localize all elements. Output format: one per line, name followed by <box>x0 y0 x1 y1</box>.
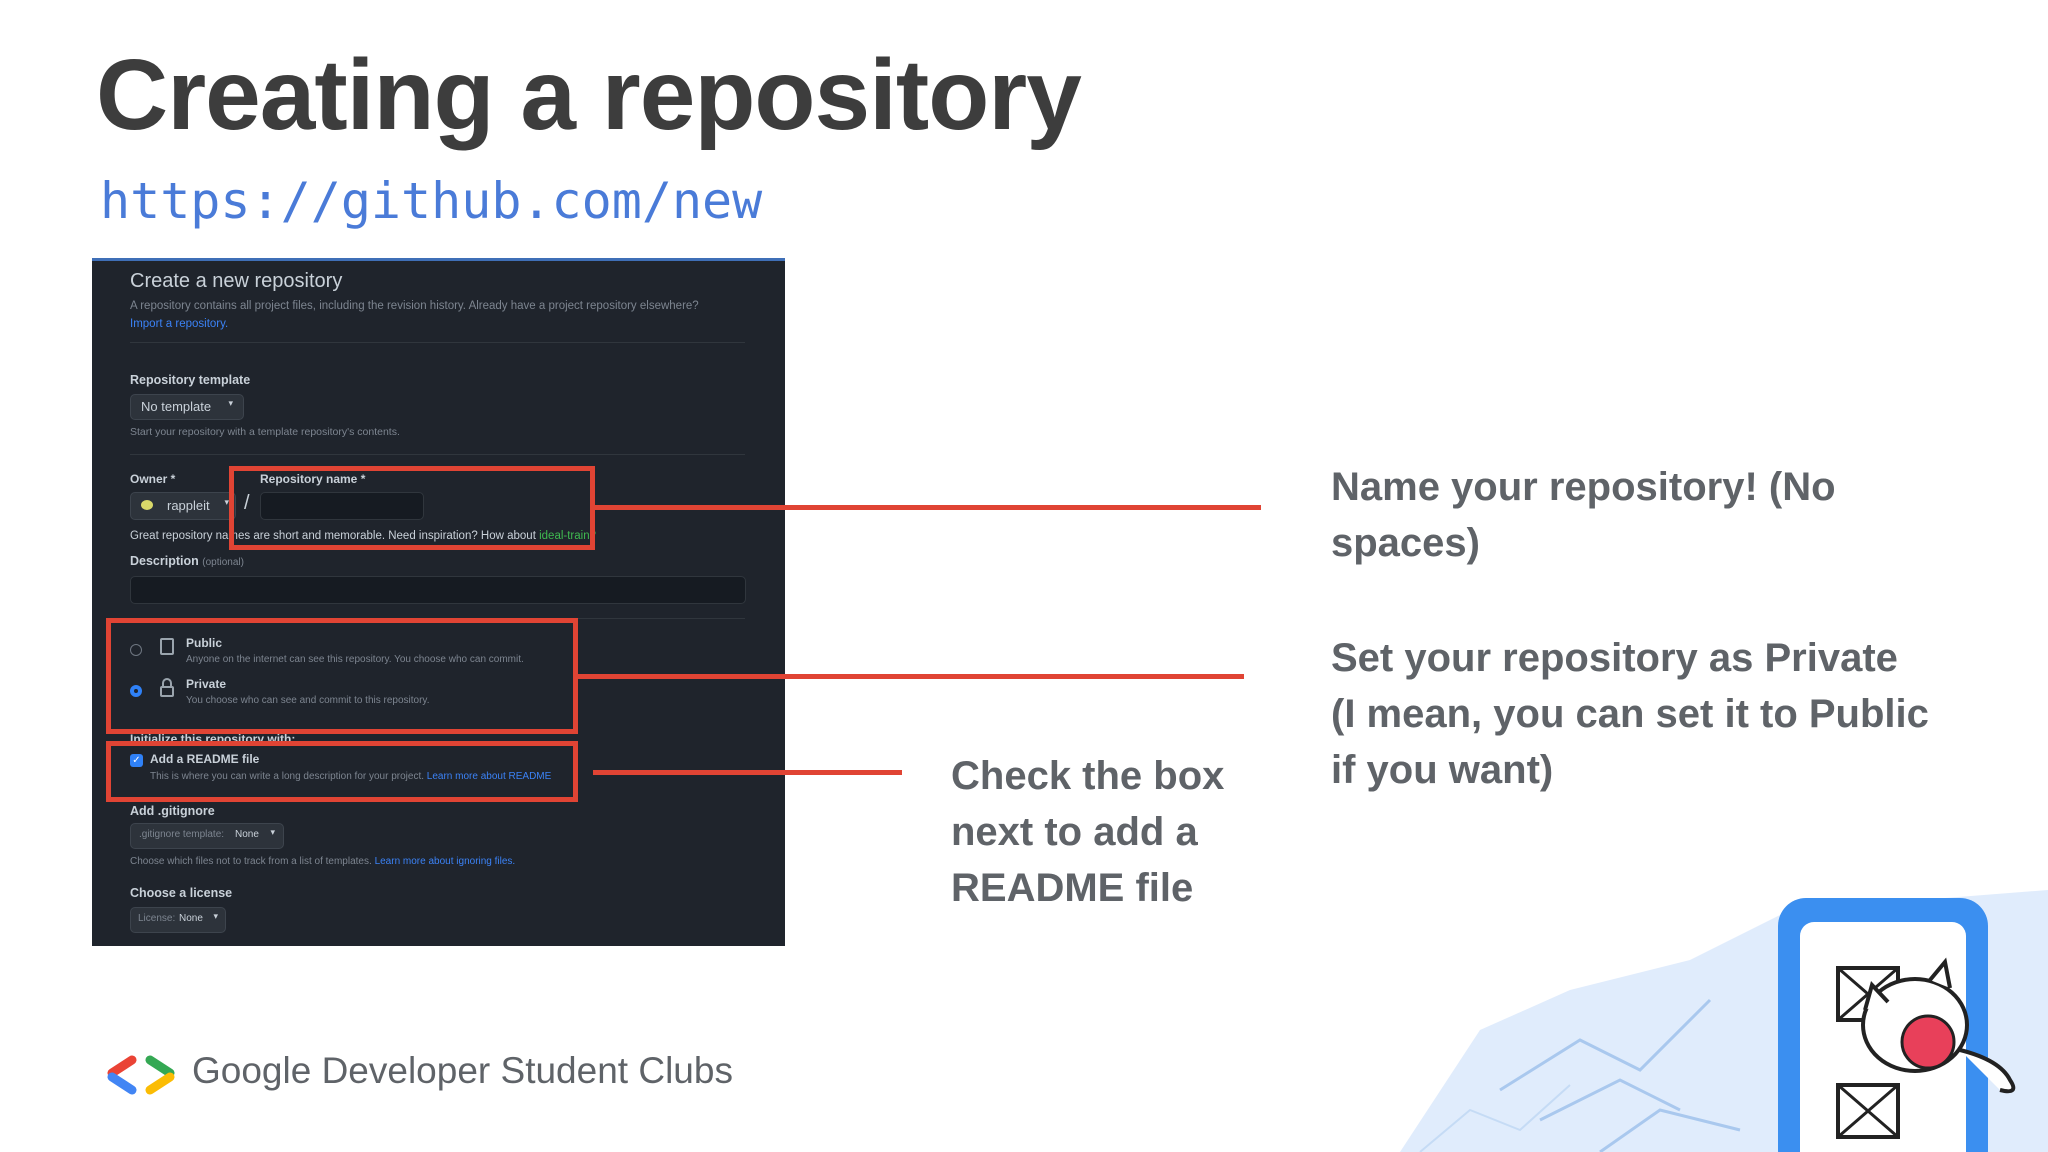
gitignore-dropdown[interactable]: .gitignore template: None ▾ <box>130 823 284 849</box>
template-dropdown[interactable]: No template ▾ <box>130 394 244 420</box>
suggested-name[interactable]: ideal-train? <box>539 530 597 542</box>
caret-down-icon: ▾ <box>270 827 275 837</box>
avatar-icon <box>141 500 153 510</box>
gitignore-learn-link[interactable]: Learn more about ignoring files. <box>374 856 516 867</box>
readme-learn-link[interactable]: Learn more about README <box>426 771 552 782</box>
license-label: Choose a license <box>130 886 233 900</box>
screenshot-top-border <box>92 258 785 261</box>
public-desc: Anyone on the internet can see this repo… <box>186 654 524 665</box>
template-value: No template <box>141 399 212 414</box>
connector-line-name <box>595 505 1261 510</box>
readme-desc: This is where you can write a long descr… <box>150 771 552 782</box>
license-value: None <box>179 913 203 924</box>
owner-label: Owner * <box>130 472 176 486</box>
description-label: Description (optional) <box>130 554 244 568</box>
private-label: Private <box>186 677 227 691</box>
caret-down-icon: ▾ <box>224 497 229 507</box>
highlight-visibility <box>106 618 578 734</box>
template-hint: Start your repository with a template re… <box>130 426 400 438</box>
divider <box>130 454 745 455</box>
gitignore-prefix: .gitignore template: <box>139 829 225 840</box>
import-repo-link[interactable]: Import a repository. <box>130 318 229 330</box>
callout-visibility: Set your repository as Private (I mean, … <box>1331 636 1929 792</box>
owner-slash: / <box>244 492 250 514</box>
repo-icon <box>160 638 174 655</box>
readme-checkbox[interactable]: ✓ <box>130 754 143 767</box>
intro-text: A repository contains all project files,… <box>130 300 699 312</box>
repo-name-input[interactable] <box>260 492 424 520</box>
gitignore-value: None <box>235 829 259 840</box>
highlight-repo-name <box>229 466 595 550</box>
create-repo-heading: Create a new repository <box>130 270 343 292</box>
connector-line-visibility <box>578 674 1244 679</box>
license-dropdown[interactable]: License: None ▾ <box>130 907 226 933</box>
connector-line-readme <box>593 770 902 775</box>
highlight-readme <box>106 741 578 802</box>
slide-url[interactable]: https://github.com/new <box>100 172 763 230</box>
owner-dropdown[interactable]: rappleit ▾ <box>130 492 236 520</box>
divider <box>130 342 745 343</box>
repo-name-label: Repository name * <box>260 472 366 486</box>
gdsc-brand-text: Google Developer Student Clubs <box>192 1050 733 1091</box>
gitignore-label: Add .gitignore <box>130 804 215 818</box>
public-radio[interactable] <box>130 644 142 656</box>
gitignore-hint: Choose which files not to track from a l… <box>130 856 516 867</box>
callout-name: Name your repository! (No spaces) <box>1331 465 1836 565</box>
license-prefix: License: <box>138 913 176 924</box>
gdsc-logo-icon <box>107 1055 175 1095</box>
owner-value: rappleit <box>167 498 210 513</box>
private-desc: You choose who can see and commit to thi… <box>186 695 430 706</box>
lock-icon <box>160 678 174 698</box>
readme-label: Add a README file <box>150 752 260 766</box>
template-label: Repository template <box>130 373 251 387</box>
private-radio[interactable] <box>130 685 142 697</box>
description-input[interactable] <box>130 576 746 604</box>
public-label: Public <box>186 636 223 650</box>
slide-title: Creating a repository <box>96 39 1082 151</box>
callout-readme: Check the box next to add a README file <box>951 754 1225 910</box>
caret-down-icon: ▾ <box>213 911 218 921</box>
github-new-repo-screenshot: Create a new repository A repository con… <box>92 258 785 946</box>
mascot-illustration <box>1400 890 2048 1152</box>
caret-down-icon: ▾ <box>228 398 233 408</box>
